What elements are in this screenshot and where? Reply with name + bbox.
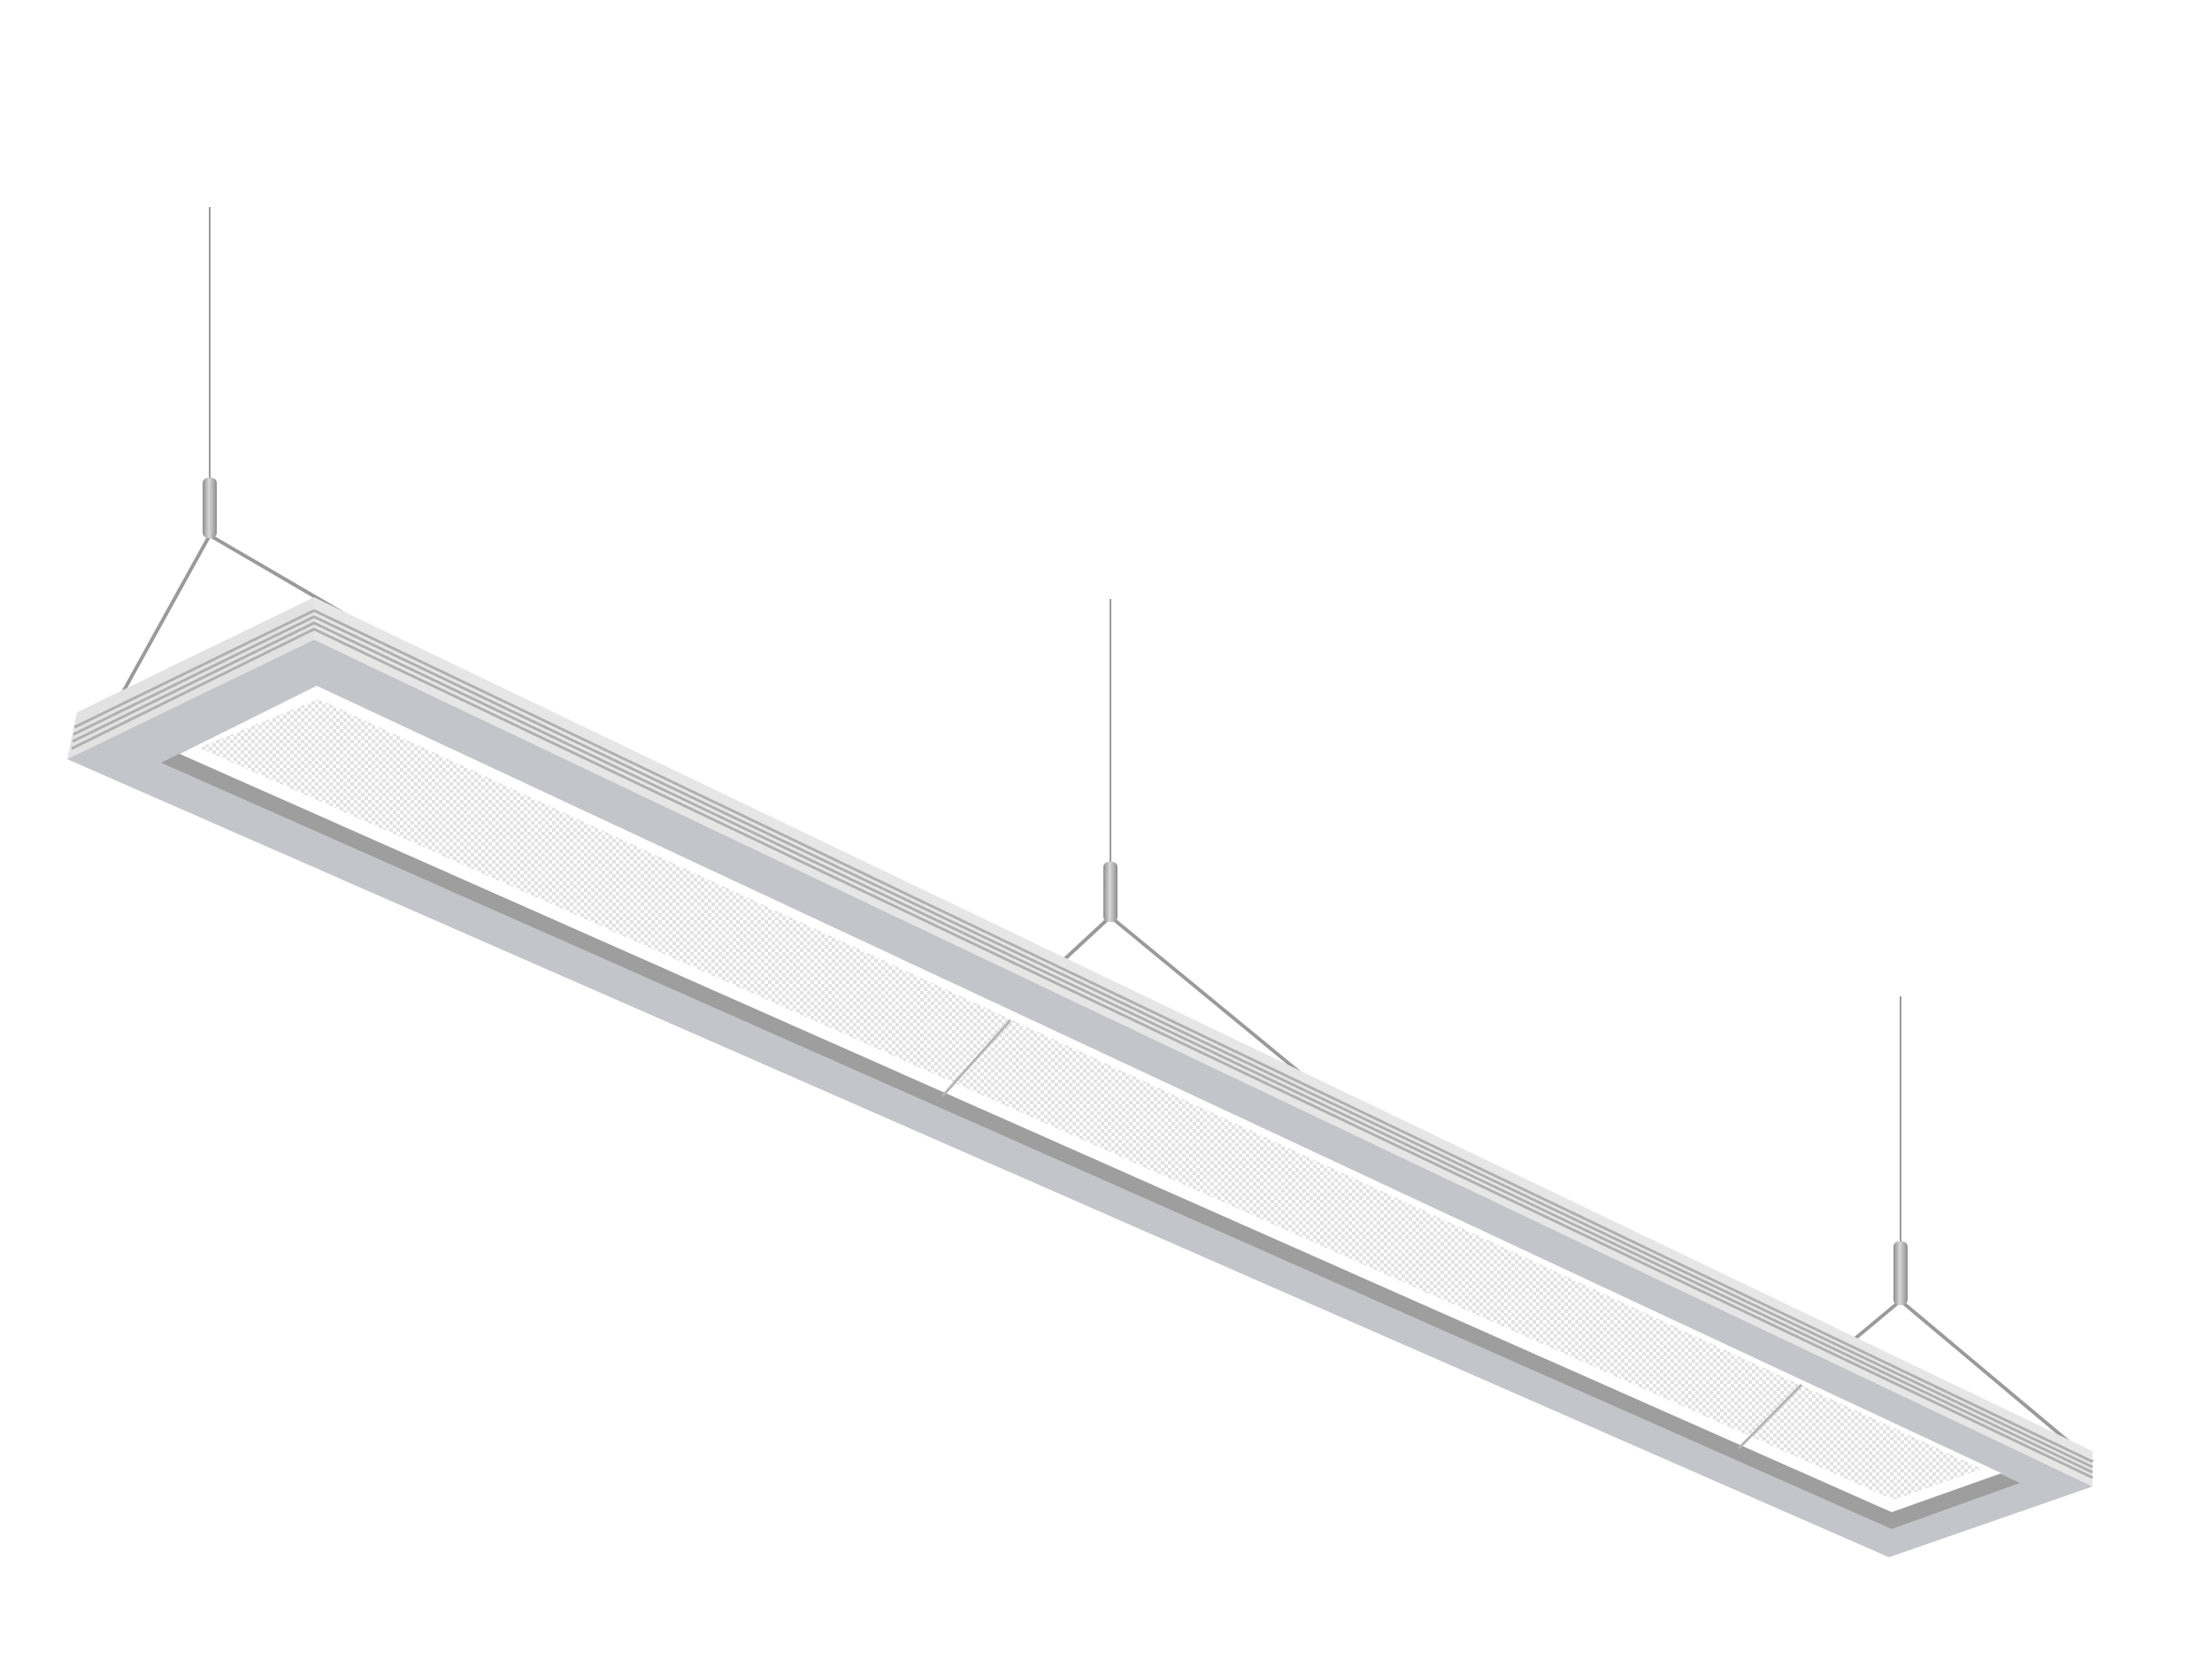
- bridle-cable: [1846, 1299, 1902, 1347]
- suspension-right: [1846, 996, 2094, 1463]
- side-grooves: [71, 609, 2093, 1479]
- hanger-icon: [203, 478, 217, 538]
- bridle-cable: [1899, 1299, 2094, 1463]
- bridle-cable: [1060, 915, 1112, 964]
- hanger-icon: [1893, 1241, 1908, 1305]
- bridle-cable: [1109, 915, 1307, 1079]
- suspension-middle: [1060, 599, 1307, 1079]
- diffuser-panel: [199, 699, 1982, 1500]
- hanger-icon: [1103, 862, 1118, 922]
- diffuser-divider: [941, 1018, 1012, 1098]
- suspension-left: [111, 207, 356, 711]
- fixture-body: [67, 597, 2093, 1557]
- bridle-cable: [111, 534, 211, 711]
- diffuser-divider: [1737, 1383, 1803, 1450]
